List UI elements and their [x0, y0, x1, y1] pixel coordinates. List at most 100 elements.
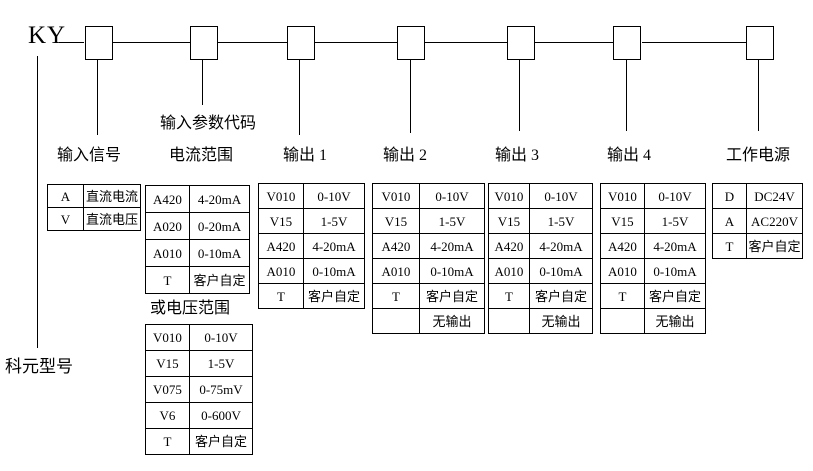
- code-box-5: [507, 26, 535, 60]
- cell-desc: 1-5V: [529, 208, 593, 234]
- cell-desc: 0-10V: [529, 183, 593, 209]
- connector-line-7: [758, 59, 759, 131]
- cell-code: A420: [258, 233, 304, 259]
- cell-code: V075: [145, 376, 190, 403]
- cell-code-empty: [600, 308, 645, 334]
- table-row: A010 0-10mA: [488, 258, 593, 284]
- cell-desc: 无输出: [419, 308, 485, 334]
- label-input-signal: 输入信号: [57, 147, 122, 164]
- cell-code: V6: [145, 402, 190, 429]
- cell-desc: 0-10mA: [644, 258, 706, 284]
- table-output-1: V010 0-10V V15 1-5V A420 4-20mA A010 0-1…: [258, 183, 365, 309]
- table-row: A420 4-20mA: [488, 233, 593, 259]
- cell-code: T: [145, 266, 190, 294]
- cell-desc: 0-600V: [189, 402, 253, 429]
- cell-code: T: [712, 233, 747, 259]
- cell-code-empty: [372, 308, 420, 334]
- cell-code: V15: [372, 208, 420, 234]
- cell-desc: 无输出: [644, 308, 706, 334]
- table-row: V010 0-10V: [372, 183, 485, 209]
- cell-desc: 0-10V: [419, 183, 485, 209]
- connector-line-model: [37, 56, 38, 348]
- code-box-7: [746, 26, 774, 60]
- table-voltage-range: V010 0-10V V15 1-5V V075 0-75mV V6 0-600…: [145, 324, 253, 455]
- table-row: A AC220V: [712, 208, 803, 234]
- heading-input-param-code: 输入参数代码: [160, 115, 257, 132]
- table-output-2: V010 0-10V V15 1-5V A420 4-20mA A010 0-1…: [372, 183, 485, 334]
- table-row: T 客户自定: [600, 283, 706, 309]
- table-row: V15 1-5V: [258, 208, 365, 234]
- cell-code: A420: [145, 185, 190, 213]
- table-row: V010 0-10V: [258, 183, 365, 209]
- cell-code: V010: [488, 183, 530, 209]
- cell-desc: 客户自定: [189, 428, 253, 455]
- cell-desc: 0-10mA: [529, 258, 593, 284]
- connector-line-5: [519, 59, 520, 131]
- cell-code: V: [47, 207, 84, 231]
- table-current-range: A420 4-20mA A020 0-20mA A010 0-10mA T 客户…: [145, 185, 250, 294]
- table-row: 无输出: [372, 308, 485, 334]
- table-row: 无输出: [600, 308, 706, 334]
- cell-code: A: [712, 208, 747, 234]
- code-box-6: [613, 26, 641, 60]
- cell-desc: 4-20mA: [644, 233, 706, 259]
- cell-code: V010: [372, 183, 420, 209]
- label-model-note: 科元型号: [5, 357, 73, 376]
- cell-code: A420: [488, 233, 530, 259]
- label-current-range: 电流范围: [169, 147, 234, 164]
- table-row: T 客户自定: [712, 233, 803, 259]
- table-row: V15 1-5V: [372, 208, 485, 234]
- cell-code: V15: [145, 350, 190, 377]
- cell-code: A010: [372, 258, 420, 284]
- brand-prefix: KY: [28, 22, 67, 49]
- cell-desc: 1-5V: [303, 208, 365, 234]
- table-row: D DC24V: [712, 183, 803, 209]
- cell-desc: 客户自定: [746, 233, 803, 259]
- code-box-2: [190, 26, 218, 60]
- cell-desc: 0-10mA: [419, 258, 485, 284]
- cell-desc: 客户自定: [303, 283, 365, 309]
- cell-code: A010: [145, 239, 190, 267]
- cell-code: V15: [258, 208, 304, 234]
- table-row: A010 0-10mA: [258, 258, 365, 284]
- table-row: T 客户自定: [145, 266, 250, 294]
- table-row: V6 0-600V: [145, 402, 253, 429]
- cell-code: A420: [600, 233, 645, 259]
- cell-desc: 客户自定: [189, 266, 250, 294]
- table-output-4: V010 0-10V V15 1-5V A420 4-20mA A010 0-1…: [600, 183, 706, 334]
- cell-desc: 0-10V: [303, 183, 365, 209]
- table-row: A010 0-10mA: [372, 258, 485, 284]
- cell-desc: 0-10V: [189, 324, 253, 351]
- cell-desc: 0-20mA: [189, 212, 250, 240]
- label-output-2: 输出 2: [383, 147, 428, 164]
- connector-line: [642, 42, 746, 43]
- connector-line: [314, 42, 397, 43]
- table-row: A010 0-10mA: [145, 239, 250, 267]
- cell-code: A420: [372, 233, 420, 259]
- table-row: V010 0-10V: [600, 183, 706, 209]
- cell-desc: 0-75mV: [189, 376, 253, 403]
- table-row: V010 0-10V: [145, 324, 253, 351]
- cell-code: A020: [145, 212, 190, 240]
- cell-code-empty: [488, 308, 530, 334]
- label-power-supply: 工作电源: [726, 147, 791, 164]
- cell-code: A010: [488, 258, 530, 284]
- table-row: A420 4-20mA: [145, 185, 250, 213]
- cell-code: T: [145, 428, 190, 455]
- cell-code: A010: [600, 258, 645, 284]
- table-row: A010 0-10mA: [600, 258, 706, 284]
- cell-desc: DC24V: [746, 183, 803, 209]
- cell-code: V010: [258, 183, 304, 209]
- cell-code: V010: [600, 183, 645, 209]
- cell-desc: 1-5V: [644, 208, 706, 234]
- cell-code: A010: [258, 258, 304, 284]
- table-row: A420 4-20mA: [372, 233, 485, 259]
- connector-line: [218, 42, 287, 43]
- cell-desc: 客户自定: [529, 283, 593, 309]
- connector-line: [535, 42, 613, 43]
- table-row: V075 0-75mV: [145, 376, 253, 403]
- code-box-1: [85, 26, 113, 60]
- cell-code: V15: [600, 208, 645, 234]
- cell-desc: 无输出: [529, 308, 593, 334]
- cell-code: T: [488, 283, 530, 309]
